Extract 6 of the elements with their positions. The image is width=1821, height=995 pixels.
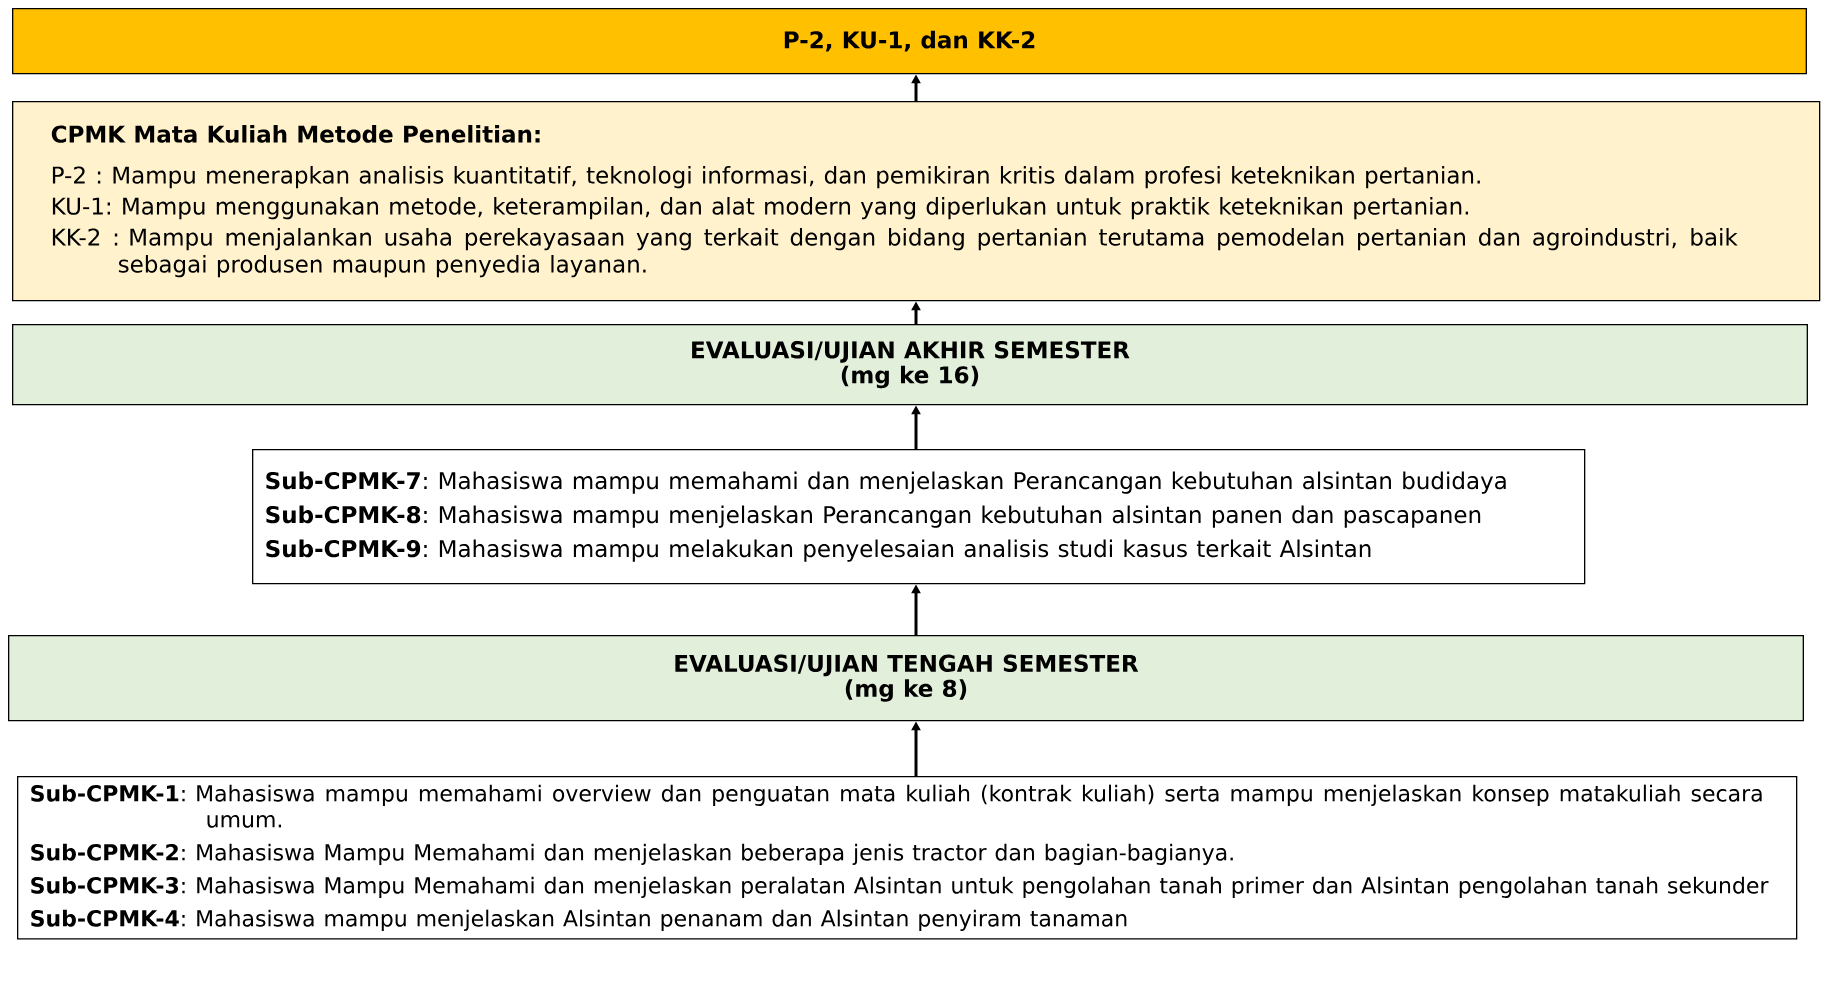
- heading-box: P-2, KU-1, dan KK-2: [12, 8, 1807, 75]
- stage-box: EVALUASI/UJIAN AKHIR SEMESTER (mg ke 16): [12, 324, 1808, 406]
- sub-outcome-box: Sub-CPMK-1: Mahasiswa mampu memahami overview dan penguatan mata kuliah (kontrak kuliah) serta mampu menjelaskan konsep matakuliah secara umum. Sub-CPMK-2: Mahasiswa Mampu Memahami dan menjelaskan beberapa jenis tractor dan bagian-bagianya. Sub-CPMK-3: Mahasiswa Mampu Memahami dan menjelaskan peralatan Alsintan untuk pengolahan tanah primer dan Alsintan pengolahan tanah sekunder Sub-CPMK-4: Mahasiswa mampu menjelaskan Alsintan penanam dan Alsintan penyiram tanaman: [17, 776, 1798, 940]
- sub-outcome-box: Sub-CPMK-7: Mahasiswa mampu memahami dan menjelaskan Perancangan kebutuhan alsintan budidaya Sub-CPMK-8: Mahasiswa mampu menjelaskan Perancangan kebutuhan alsintan panen dan pascapanen Sub-CPMK-9: Mahasiswa mampu melakukan penyelesaian analisis studi kasus terkait Alsintan: [252, 449, 1586, 585]
- stage-box: EVALUASI/UJIAN TENGAH SEMESTER (mg ke 8): [8, 635, 1804, 722]
- outcome-box: CPMK Mata Kuliah Metode Penelitian: P-2 : Mampu menerapkan analisis kuantitatif, teknologi informasi, dan pemikiran kritis dalam profesi keteknikan pertanian. KU-1: Mampu menggunakan metode, keterampilan, dan alat modern yang diperlukan untuk praktik keteknikan pertanian. KK-2 : Mampu menjalankan usaha perekayasaan yang terkait dengan bidang pertanian terutama pemodelan pertanian dan agroindustri, baik sebagai produsen maupun penyedia layanan.: [12, 101, 1821, 302]
